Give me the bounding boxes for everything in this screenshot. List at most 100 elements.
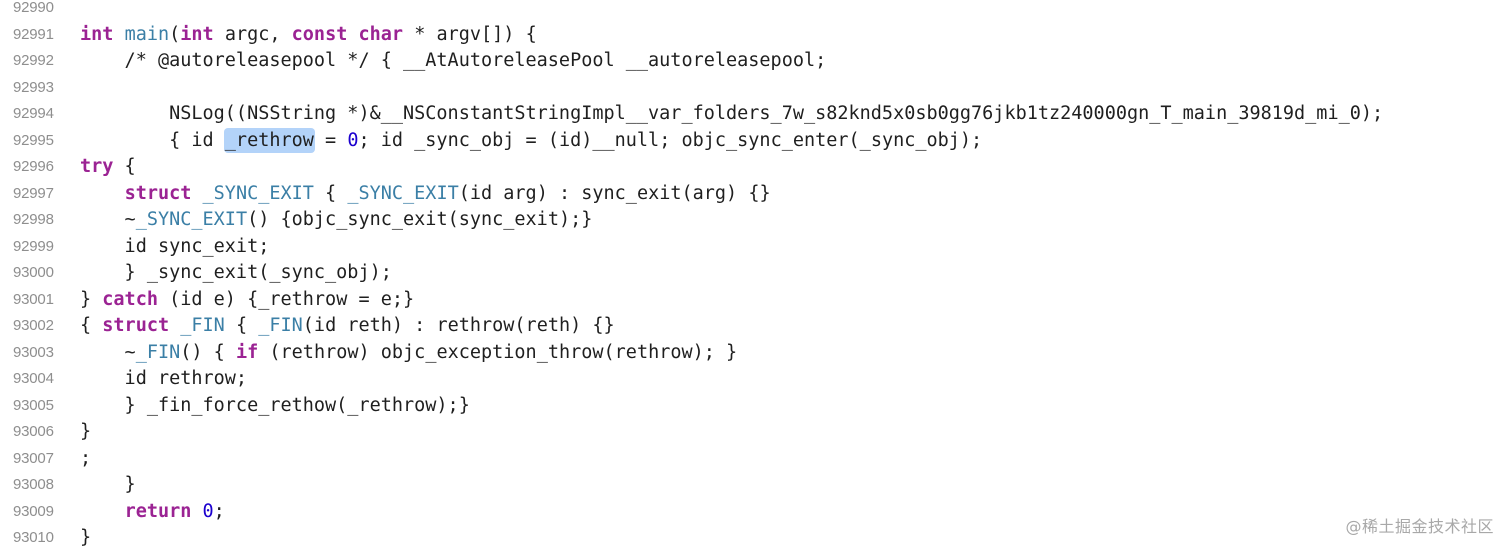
code-line[interactable]: 93000 } _sync_exit(_sync_obj); xyxy=(0,260,1512,287)
code-content[interactable]: ; xyxy=(80,446,91,473)
code-text xyxy=(347,24,358,45)
code-text xyxy=(169,315,180,336)
code-content[interactable]: } xyxy=(80,525,91,552)
code-text: argc, xyxy=(213,23,292,45)
line-number: 93004 xyxy=(13,370,54,387)
code-text: ; xyxy=(80,447,92,469)
line-number: 93005 xyxy=(13,396,54,414)
code-content[interactable]: ~_SYNC_EXIT() {objc_sync_exit(sync_exit)… xyxy=(80,207,593,234)
code-line[interactable]: 92997 struct _SYNC_EXIT { _SYNC_EXIT(id … xyxy=(0,181,1512,208)
line-number: 92993 xyxy=(13,78,54,96)
code-line[interactable]: 92999 id sync_exit; xyxy=(0,234,1512,261)
code-text: } xyxy=(80,527,92,548)
line-number: 92999 xyxy=(13,237,54,255)
code-content[interactable]: } xyxy=(80,419,91,446)
code-line[interactable]: 92998 ~_SYNC_EXIT() {objc_sync_exit(sync… xyxy=(0,207,1512,234)
code-text: { xyxy=(313,182,348,204)
line-number: 93009 xyxy=(13,502,54,520)
keyword-token: try xyxy=(80,156,114,177)
code-text: () {objc_sync_exit(sync_exit);} xyxy=(247,209,593,230)
code-text: * argv[]) { xyxy=(403,23,537,45)
code-line[interactable]: 92993 xyxy=(0,75,1512,102)
line-number: 93003 xyxy=(13,343,54,361)
code-line[interactable]: 92992 /* @autoreleasepool */ { __AtAutor… xyxy=(0,48,1512,75)
code-content[interactable]: NSLog((NSString *)&__NSConstantStringImp… xyxy=(80,101,1383,128)
code-line[interactable]: 93001 } catch (id e) {_rethrow = e;} xyxy=(0,287,1512,314)
code-content[interactable]: } xyxy=(80,472,136,499)
code-text: ~ xyxy=(80,209,136,230)
line-number: 93006 xyxy=(13,423,54,440)
code-line[interactable]: 93005 } _fin_force_rethow(_rethrow);} xyxy=(0,393,1512,420)
code-content[interactable]: { id _rethrow = 0; id _sync_obj = (id)__… xyxy=(80,127,983,155)
line-number: 92998 xyxy=(13,211,54,228)
code-content[interactable]: } _fin_force_rethow(_rethrow);} xyxy=(80,393,470,420)
line-number: 93002 xyxy=(13,317,54,334)
watermark: @稀土掘金技术社区 xyxy=(1345,517,1494,536)
code-text: } xyxy=(80,421,92,442)
line-number: 92997 xyxy=(13,184,54,202)
keyword-token: if xyxy=(235,341,259,363)
code-text xyxy=(191,501,202,522)
code-text: { xyxy=(224,315,259,336)
code-content[interactable]: } _sync_exit(_sync_obj); xyxy=(80,260,392,287)
line-number: 92991 xyxy=(13,25,54,43)
code-text: () { xyxy=(180,341,236,363)
code-content[interactable]: { struct _FIN { _FIN(id reth) : rethrow(… xyxy=(80,313,615,340)
keyword-token: struct xyxy=(124,182,192,204)
code-text: ; xyxy=(213,500,225,522)
line-number: 93010 xyxy=(13,529,54,546)
code-text: } xyxy=(80,474,136,495)
code-text: } xyxy=(80,288,103,310)
code-text: { xyxy=(80,315,103,336)
keyword-token: const xyxy=(291,23,348,45)
code-line[interactable]: 93009 return 0; xyxy=(0,499,1512,526)
code-text: ; id _sync_obj = (id)__null; objc_sync_e… xyxy=(358,129,983,151)
code-content[interactable]: } catch (id e) {_rethrow = e;} xyxy=(80,287,414,314)
code-line[interactable]: 92991 int main(int argc, const char * arg… xyxy=(0,22,1512,49)
code-content[interactable]: try { xyxy=(80,154,136,181)
identifier-token: _SYNC_EXIT xyxy=(347,182,459,204)
code-content[interactable]: id sync_exit; xyxy=(80,234,270,261)
keyword-token: catch xyxy=(102,288,158,310)
code-line[interactable]: 93006} xyxy=(0,419,1512,446)
code-text: } _sync_exit(_sync_obj); xyxy=(80,262,392,283)
code-content[interactable]: struct _SYNC_EXIT { _SYNC_EXIT(id arg) :… xyxy=(80,181,771,208)
line-number: 92992 xyxy=(13,52,54,69)
line-number: 93000 xyxy=(13,264,54,281)
code-line[interactable]: 92994 NSLog((NSString *)&__NSConstantStr… xyxy=(0,101,1512,128)
code-text: } _fin_force_rethow(_rethrow);} xyxy=(80,394,470,416)
code-content[interactable]: return 0; xyxy=(80,499,225,526)
selected-symbol-highlight[interactable]: _rethrow xyxy=(223,127,315,153)
identifier-token: _FIN xyxy=(180,315,225,336)
code-line[interactable]: 93010} xyxy=(0,525,1512,552)
code-content[interactable]: int main(int argc, const char * argv[]) … xyxy=(80,22,537,49)
code-content[interactable]: id rethrow; xyxy=(80,366,248,393)
identifier-token: main xyxy=(124,23,170,45)
code-content[interactable]: ~_FIN() { if (rethrow) objc_exception_th… xyxy=(80,340,738,367)
code-line[interactable]: 93003 ~_FIN() { if (rethrow) objc_except… xyxy=(0,340,1512,367)
code-text: (id arg) : sync_exit(arg) {} xyxy=(458,182,771,204)
code-text: = xyxy=(313,129,348,151)
line-number: 92995 xyxy=(13,131,54,149)
code-text xyxy=(80,501,125,522)
code-line[interactable]: 92990 xyxy=(0,0,1512,22)
keyword-token: return xyxy=(124,500,192,522)
code-text xyxy=(80,183,125,204)
code-line[interactable]: 93007; xyxy=(0,446,1512,473)
keyword-token: struct xyxy=(102,315,170,336)
line-number: 92990 xyxy=(13,0,54,16)
code-line[interactable]: 92995 { id _rethrow = 0; id _sync_obj = … xyxy=(0,127,1512,155)
code-line[interactable]: 93004 id rethrow; xyxy=(0,366,1512,393)
code-text: (rethrow) objc_exception_throw(rethrow);… xyxy=(258,341,738,363)
line-number: 93001 xyxy=(13,290,54,308)
code-content[interactable]: /* @autoreleasepool */ { __AtAutorelease… xyxy=(80,48,827,75)
line-number: 93008 xyxy=(13,476,54,493)
code-line[interactable]: 93002 { struct _FIN { _FIN(id reth) : ret… xyxy=(0,313,1512,340)
code-text: ~ xyxy=(80,341,136,363)
code-line[interactable]: 93008 } xyxy=(0,472,1512,499)
code-text: id sync_exit; xyxy=(80,235,270,257)
identifier-token: _SYNC_EXIT xyxy=(202,182,314,204)
number-literal: 0 xyxy=(347,129,359,151)
